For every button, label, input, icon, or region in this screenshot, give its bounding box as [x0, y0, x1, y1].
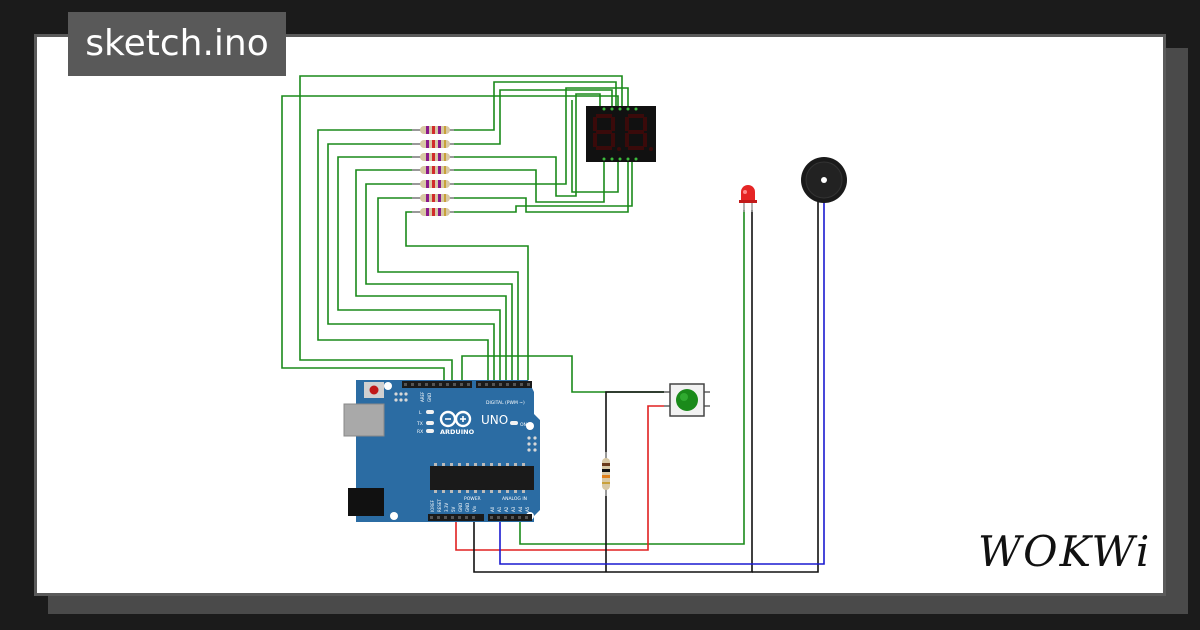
power-label: POWER [464, 496, 481, 502]
rx-label: RX [417, 429, 423, 435]
power-wires [455, 202, 825, 573]
wire-green [450, 87, 629, 185]
wire-black [752, 202, 819, 573]
analog-pin-label: A4 [518, 506, 523, 512]
wire-green [355, 169, 507, 380]
tx-label: TX [416, 421, 423, 427]
wire-green [519, 210, 745, 545]
resistor [412, 194, 454, 202]
wire-green [571, 100, 619, 193]
buzzer[interactable] [801, 157, 847, 203]
resistor [412, 166, 454, 174]
analog-pin-labels: A0 A1 A2 A3 A4 A5 [490, 506, 530, 512]
arduino-uno-board[interactable]: UNO ARDUINO DIGITAL (PWM ~) ANALOG IN PO… [343, 380, 540, 522]
power-pin-label: 3.3V [444, 503, 449, 512]
wire-black [605, 391, 672, 572]
resistor [412, 208, 454, 216]
push-button[interactable] [664, 383, 710, 417]
red-led[interactable] [739, 185, 757, 212]
wire-green [327, 143, 495, 380]
wire-green [450, 160, 605, 203]
digital-label: DIGITAL (PWM ~) [486, 400, 525, 406]
wire-green [281, 95, 619, 380]
wire-green [450, 93, 601, 197]
power-pin-labels: IOREF RESET 3.3V 5V GND GND Vin [430, 499, 477, 512]
power-pin-label: RESET [437, 499, 442, 512]
analog-pin-label: A0 [490, 506, 495, 512]
board-brand: ARDUINO [440, 428, 475, 436]
wire-green [337, 156, 501, 380]
resistor [412, 140, 454, 148]
sketch-title: sketch.ino [68, 12, 286, 76]
power-pin-label: Vin [472, 505, 477, 512]
wire-green [450, 81, 617, 131]
green-wires [281, 75, 745, 545]
wire-green [450, 160, 633, 213]
gnd-label: GND [427, 393, 432, 402]
pulldown-resistor[interactable] [602, 452, 610, 496]
power-pin-label: IOREF [430, 499, 435, 512]
wokwi-logo: WOKWi [978, 527, 1151, 576]
wire-green [450, 160, 629, 213]
power-pin-label: GND [458, 503, 463, 512]
analog-label: ANALOG IN [502, 496, 527, 502]
resistor [412, 153, 454, 161]
resistor [412, 126, 454, 134]
power-pin-label: 5V [451, 506, 456, 512]
analog-pin-label: A1 [497, 506, 502, 512]
aref-label: AREF [420, 391, 425, 402]
resistor [412, 180, 454, 188]
power-pin-label: GND [465, 503, 470, 512]
seven-segment-display[interactable] [586, 106, 656, 162]
wire-green [450, 89, 613, 145]
wire-green [405, 211, 529, 380]
analog-pin-label: A3 [511, 506, 516, 512]
wire-green [317, 129, 489, 380]
wire-blue [499, 202, 825, 565]
l-label: L [419, 410, 422, 416]
on-label: ON [520, 422, 527, 428]
board-name: UNO [481, 413, 508, 427]
analog-pin-label: A2 [504, 506, 509, 512]
wire-red [455, 405, 672, 551]
wire-green [377, 197, 519, 380]
resistor-bank[interactable] [412, 126, 454, 216]
wire-black [473, 210, 753, 573]
wire-green [365, 183, 513, 380]
wire-green [299, 75, 623, 380]
analog-pin-label: A5 [525, 506, 530, 512]
